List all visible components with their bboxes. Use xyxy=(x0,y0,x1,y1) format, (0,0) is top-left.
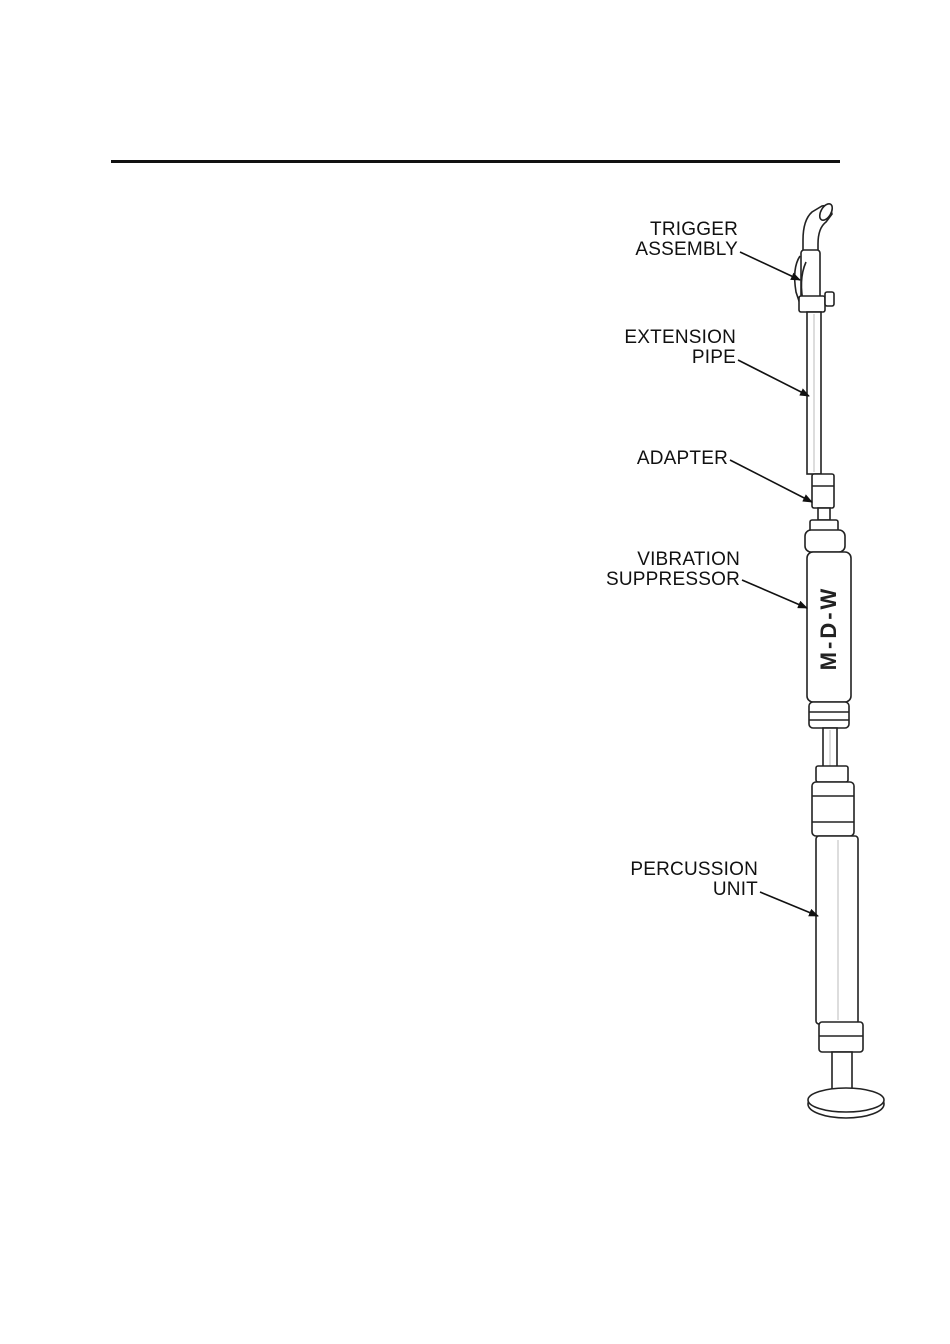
leader-adapter xyxy=(730,460,812,502)
extension-pipe-label-line1: EXTENSION xyxy=(590,328,736,348)
leader-percussion-unit xyxy=(760,892,818,916)
trigger-assembly-label-line2: ASSEMBLY xyxy=(600,240,738,260)
trigger-assembly-label: TRIGGER ASSEMBLY xyxy=(600,220,738,260)
adapter-label: ADAPTER xyxy=(600,449,728,469)
adapter-part xyxy=(810,474,838,532)
vibration-suppressor-label: VIBRATION SUPPRESSOR xyxy=(580,550,740,590)
percussion-unit-part xyxy=(808,766,884,1118)
extension-pipe-label: EXTENSION PIPE xyxy=(590,328,736,368)
extension-pipe-part xyxy=(807,312,821,474)
extension-pipe-label-line2: PIPE xyxy=(590,348,736,368)
leader-vibration-suppressor xyxy=(742,580,807,608)
vibration-suppressor-label-line1: VIBRATION xyxy=(580,550,740,570)
leader-extension-pipe xyxy=(738,360,809,396)
trigger-assembly-part xyxy=(795,202,835,312)
adapter-label-line1: ADAPTER xyxy=(600,449,728,469)
percussion-unit-label-line2: UNIT xyxy=(600,880,758,900)
leader-trigger-assembly xyxy=(740,252,800,280)
percussion-unit-label: PERCUSSION UNIT xyxy=(600,860,758,900)
brand-mark: M-D-W xyxy=(816,586,842,671)
trigger-assembly-label-line1: TRIGGER xyxy=(600,220,738,240)
leader-lines xyxy=(730,252,818,916)
percussion-unit-label-line1: PERCUSSION xyxy=(600,860,758,880)
vibration-suppressor-label-line2: SUPPRESSOR xyxy=(580,570,740,590)
